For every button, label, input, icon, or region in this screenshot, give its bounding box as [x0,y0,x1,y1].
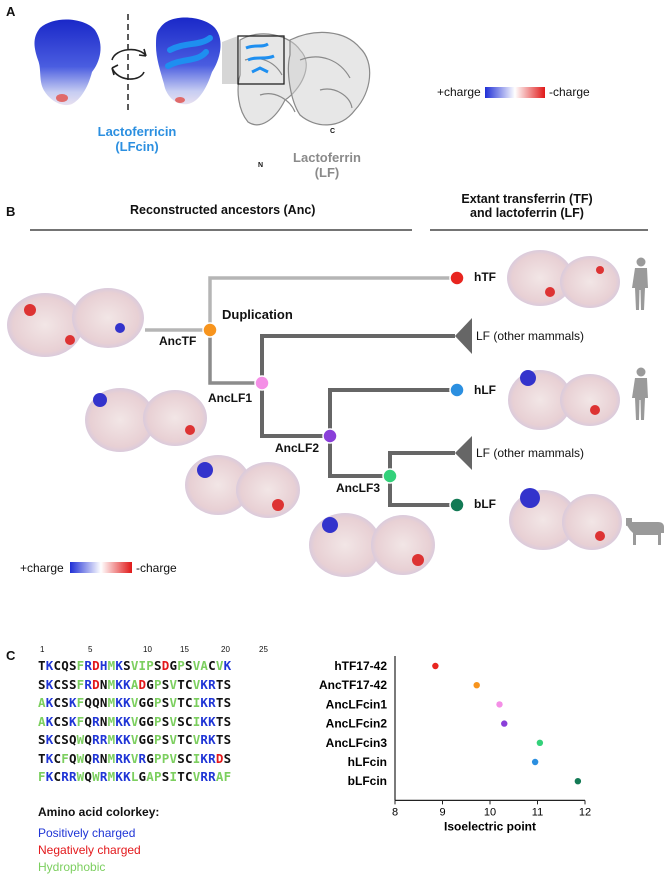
seq-index-15: 15 [180,645,189,654]
colorkey-title: Amino acid colorkey: [38,805,160,819]
category-label: AncLFcin3 [326,736,388,750]
node-anctf [202,322,218,338]
seq-index-20: 20 [221,645,230,654]
panel-b-letter: B [6,204,16,219]
node-label-anctf: AncTF [159,334,197,348]
n-terminus-label: N [258,162,264,169]
lactoferrin-structure [237,31,371,126]
surface-htf [507,250,620,308]
category-label: hLFcin [348,755,387,769]
node-anclf2 [322,428,338,444]
seq-index-1: 1 [40,645,45,654]
node-label-htf: hTF [474,270,496,284]
charge-scale-b [70,562,132,573]
data-point [536,739,544,746]
charge-neg-label-b: -charge [136,561,177,575]
node-hlf [449,382,465,398]
data-point [574,778,582,785]
branch-lf-other-2 [388,451,455,476]
duplication-label: Duplication [222,307,293,322]
lfcin-label: Lactoferricin (LFcin) [97,124,177,154]
lfcin-highlight-box [237,35,285,85]
branch-anclf1-anclf2 [260,383,330,438]
sequence-row: AKCSKFQRNMKKVGGPSVSCIKKTS [38,713,232,729]
lf-other-triangle-1 [455,318,472,354]
surface-anclf3 [309,513,435,577]
lactoferrin-label: Lactoferrin (LF) [293,150,361,180]
surface-anctf [7,288,144,357]
branch-htf [145,276,455,332]
category-label: hTF17-42 [334,659,387,673]
surface-anclf2 [185,455,300,518]
category-label: AncLFcin2 [326,717,388,731]
node-label-anclf2: AncLF2 [275,441,320,455]
surface-blf [509,488,622,550]
rotation-arrow-icon [111,48,147,80]
x-tick-label: 10 [484,806,496,818]
human-icon-htf [632,257,648,310]
panel-a-graphics [34,14,545,126]
sequence-row: SKCSSFRDNMKKADGPSVTCVKRTS [38,676,232,692]
branch-hlf [328,388,455,436]
x-tick-label: 12 [579,806,591,818]
branch-blf [388,476,455,507]
colorkey-negative: Negatively charged [38,843,141,857]
c-terminus-label: C [330,128,336,135]
charge-pos-label-a: +charge [437,85,481,99]
panel-c-letter: C [6,648,16,663]
branch-lf-other-1 [260,334,455,383]
sequence-alignment: TKCQSFRDHMKSVIPSDGPSVACVK SKCSSFRDNMKKADG… [38,657,231,787]
data-point [531,758,539,766]
data-point [432,662,439,670]
node-label-hlf: hLF [474,383,496,397]
x-axis-label: Isoelectric point [444,819,536,833]
node-htf [449,270,465,286]
charge-pos-label-b: +charge [20,561,64,575]
sequence-row: TKCFQWQRNMRKVRGPPVSCIKRDS [38,750,232,766]
node-label-lf-other-1: LF (other mammals) [476,329,585,343]
x-tick-label: 11 [532,806,543,818]
sequence-row: SKCSQWQRRMKKVGGPSVTCVRKTS [38,732,232,747]
category-label: AncTF17-42 [319,678,387,692]
data-point [473,682,480,689]
surface-anclf1 [85,388,207,452]
node-label-anclf1: AncLF1 [208,391,253,405]
panel-a-letter: A [6,4,16,19]
node-label-blf: bLF [474,497,496,511]
node-label-lf-other-2: LF (other mammals) [476,446,585,460]
node-anclf1 [254,375,270,391]
branch-anclf2-anclf3 [328,436,390,478]
seq-index-10: 10 [143,645,152,654]
x-tick-label: 8 [392,806,398,818]
lf-other-triangle-2 [455,436,472,470]
charge-scale-a [485,87,545,98]
sequence-row: AKCSKFQQNMKKVGGPSVTCIKRTS [38,695,232,710]
ancestors-header: Reconstructed ancestors (Anc) [130,203,316,217]
surface-hlf [508,370,620,430]
branch-anctf-anclf1 [208,330,262,385]
colorkey-hydrophobic: Hydrophobic [38,860,106,874]
seq-index-5: 5 [88,645,93,654]
category-label: AncLFcin1 [326,697,388,711]
sequence-row: TKCQSFRDHMKSVIPSDGPSVACVK [38,658,232,673]
cow-icon [626,518,664,545]
seq-index-25: 25 [259,645,268,654]
data-point [501,720,508,727]
x-tick-label: 9 [439,806,445,818]
human-icon-hlf [632,367,648,420]
sequence-row: FKCRRWQWRMKKLGAPSITCVRRAF [38,769,232,784]
data-point [496,701,503,708]
phylogeny-graphics [7,229,664,577]
colorkey-positive: Positively charged [38,826,136,840]
lfcin-surface-left [34,19,101,106]
extant-header: Extant transferrin (TF) and lactoferrin … [461,192,593,220]
node-blf [449,497,465,513]
category-label: bLFcin [348,774,387,788]
charge-neg-label-a: -charge [549,85,590,99]
node-label-anclf3: AncLF3 [336,481,381,495]
node-anclf3 [382,468,398,484]
